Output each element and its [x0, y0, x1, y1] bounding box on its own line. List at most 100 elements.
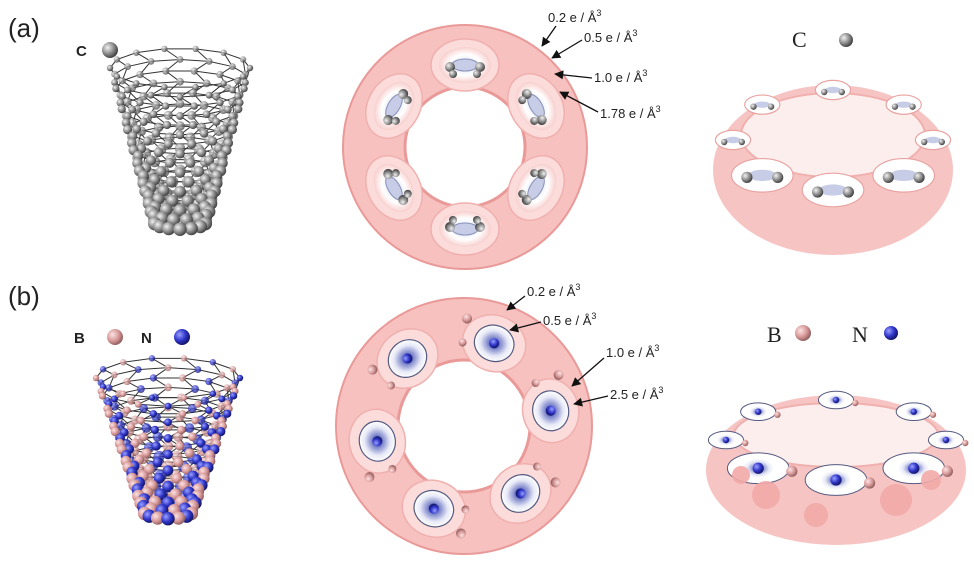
atom — [110, 371, 118, 379]
bond — [116, 52, 137, 60]
atom — [175, 148, 185, 159]
carbon-atom — [750, 103, 757, 110]
atom — [199, 128, 209, 138]
atom — [176, 112, 184, 120]
atom — [190, 67, 198, 75]
atom — [187, 139, 197, 149]
density-bulge — [752, 481, 780, 509]
atom — [202, 79, 211, 88]
carbon-atom — [403, 96, 412, 105]
charge-density-ring-side-view — [706, 390, 969, 545]
atom — [184, 448, 195, 458]
nitrogen-atom — [942, 436, 950, 444]
carbon-atom — [767, 103, 775, 110]
nitrogen-atom — [722, 436, 730, 444]
density-lobe — [430, 38, 500, 92]
atom — [115, 411, 124, 420]
carbon-atom — [913, 171, 925, 183]
carbon-atom — [821, 88, 828, 96]
isosurface-label-2: 1.0 e / Å3 — [594, 68, 647, 85]
carbon-atom — [449, 216, 457, 224]
atom — [141, 448, 152, 458]
nitrogen-atom — [752, 462, 764, 474]
boron-atom — [461, 505, 470, 514]
carbon-atom — [842, 186, 855, 198]
atom — [239, 73, 247, 80]
bond — [179, 58, 210, 62]
pointer-arrow — [541, 25, 557, 47]
isosurface-label-0: 0.2 e / Å3 — [527, 282, 580, 299]
atom — [118, 77, 126, 85]
carbon-atom — [921, 138, 928, 146]
atom — [216, 427, 226, 437]
atom — [203, 155, 215, 166]
atom — [209, 390, 217, 397]
atom — [92, 374, 100, 382]
legend-element-symbol: B — [767, 322, 782, 347]
carbon-atom — [475, 62, 485, 72]
atom — [151, 101, 161, 110]
isosurface-label-3: 1.78 e / Å3 — [600, 104, 661, 121]
atom — [246, 64, 254, 72]
pointer-arrow — [509, 321, 542, 333]
carbon-atom — [530, 116, 539, 125]
bond — [127, 377, 154, 383]
atom — [200, 396, 210, 405]
isosurface-label-3: 2.5 e / Å3 — [610, 385, 663, 402]
atom — [223, 409, 232, 418]
panel-b: (b) B N 0.2 e / Å3 0.5 e / Å3 1.0 e / Å3… — [8, 281, 969, 555]
bond — [195, 48, 224, 54]
atom — [202, 110, 211, 119]
atom — [205, 57, 213, 65]
atom — [176, 93, 184, 101]
atom — [173, 457, 184, 468]
density-bulge — [921, 470, 941, 490]
legend-element-symbol: C — [76, 43, 87, 60]
bond — [136, 48, 165, 54]
atom — [222, 131, 232, 141]
boron-nitride-nanotube-model — [92, 355, 244, 526]
atom — [187, 404, 197, 413]
nitrogen-atom — [402, 353, 413, 364]
carbon-nanotube-model — [106, 45, 254, 236]
isosurface-core — [819, 184, 847, 196]
atom — [148, 355, 156, 362]
density-bulge — [880, 484, 912, 516]
isosurface-core — [725, 136, 741, 144]
atom — [134, 366, 142, 374]
bond — [114, 369, 139, 376]
atom — [98, 392, 107, 400]
isosurface-core — [895, 101, 912, 108]
panel-a-tube-legend: C — [76, 42, 118, 60]
atom — [133, 49, 140, 56]
bond — [116, 76, 137, 84]
density-lobe — [365, 155, 423, 221]
atom — [162, 89, 172, 98]
atom — [205, 406, 213, 414]
atom — [163, 139, 173, 149]
boron-atom — [941, 465, 953, 477]
carbon-atom — [536, 114, 547, 125]
bond — [123, 393, 153, 399]
atom — [196, 147, 207, 158]
atom — [112, 84, 120, 93]
bond — [102, 361, 124, 370]
atom — [149, 79, 158, 88]
atom — [116, 98, 125, 107]
atom — [176, 77, 184, 86]
atom — [110, 427, 120, 437]
atom — [141, 423, 152, 433]
atom — [162, 480, 174, 493]
boron-atom — [364, 472, 375, 483]
atom — [123, 406, 131, 414]
panel-b-isosurface-labels: 0.2 e / Å3 0.5 e / Å3 1.0 e / Å3 2.5 e /… — [506, 282, 663, 407]
isosurface-label-0: 0.2 e / Å3 — [548, 8, 601, 25]
charge-density-ring-side-view — [713, 79, 953, 255]
atom — [234, 77, 242, 85]
atom — [217, 402, 226, 411]
boron-atom — [550, 477, 561, 488]
atom — [220, 49, 227, 56]
nitrogen-atom — [372, 436, 383, 447]
charge-density-ring-top-view — [342, 24, 588, 270]
atom — [223, 384, 231, 392]
